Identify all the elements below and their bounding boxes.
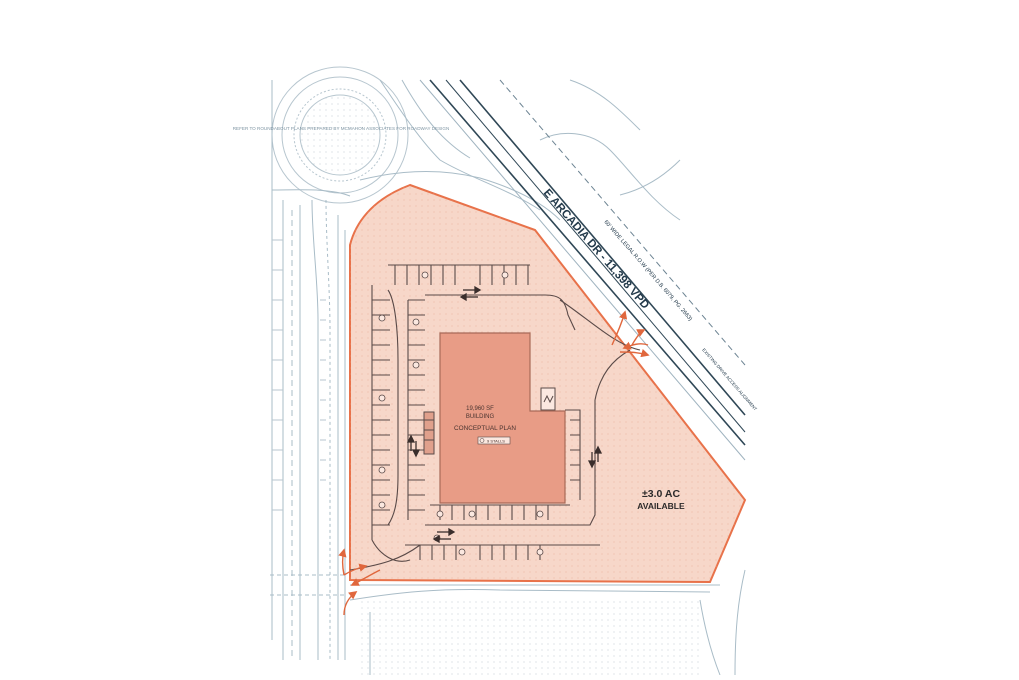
arrow-icon [338, 548, 347, 576]
building-word-label: BUILDING [466, 414, 495, 420]
availability-label: AVAILABLE [637, 501, 685, 511]
stalls-badge [477, 436, 511, 445]
arrow-icon [343, 590, 358, 616]
offsite-note-label: REFER TO ROUNDABOUT PLANS PREPARED BY MC… [233, 126, 450, 131]
arcadia-drive [419, 79, 746, 461]
building-plan-label: CONCEPTUAL PLAN [454, 425, 516, 432]
stalls-label: 9 STALLS [487, 439, 505, 444]
roundabout [271, 66, 409, 204]
parking-lot [349, 264, 641, 571]
drive-thru-lane [423, 387, 556, 455]
arrow-icon [611, 310, 628, 346]
west-stripes [272, 239, 326, 511]
access-arrows [338, 310, 650, 616]
building-size-label: 19,960 SF [466, 406, 494, 412]
building-footprint [439, 332, 566, 504]
context-linework [270, 66, 746, 676]
arrow-icon [622, 341, 649, 350]
arrow-icon [619, 349, 650, 358]
stall-markers [378, 271, 544, 556]
arrow-icon [350, 569, 381, 586]
side-note-label: EXISTING DRIVE ACCESS ALIGNMENT [701, 347, 758, 411]
acreage-label: ±3.0 AC [642, 488, 680, 500]
arrow-icon [343, 563, 368, 576]
traffic-arrows [406, 285, 603, 544]
arrow-icon [631, 329, 646, 346]
offsite-note-text: REFER TO ROUNDABOUT PLANS PREPARED BY MC… [233, 126, 450, 131]
stall-icon [479, 438, 485, 443]
